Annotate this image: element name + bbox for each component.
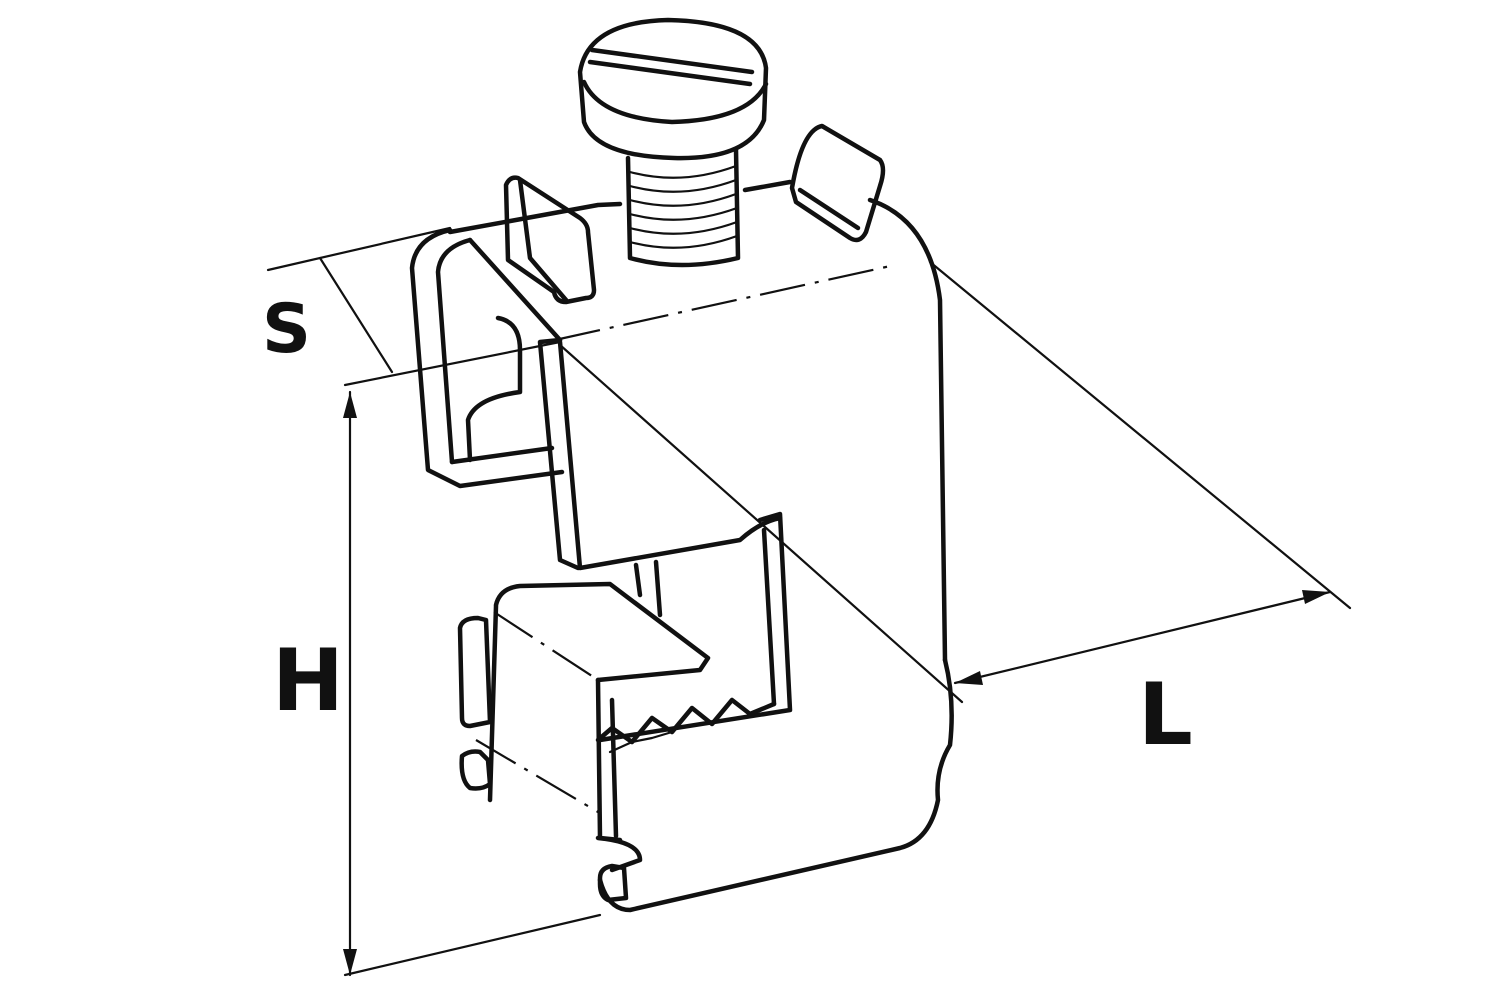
- clamp-wedge-centerline: [493, 611, 599, 681]
- channel-right-outer: [597, 511, 793, 743]
- screw-shank: [625, 147, 741, 268]
- cage-left-lug-upper: [457, 615, 493, 729]
- cage-front-bottom-lug: [595, 835, 643, 873]
- clamp-wedge-top: [493, 581, 711, 683]
- u-bracket-inner-bottom: [449, 445, 555, 465]
- l-arrow-right: [1302, 590, 1330, 604]
- screw-head: [577, 17, 769, 161]
- clamp-teeth: [595, 697, 777, 745]
- cage-front-inner: [609, 697, 619, 839]
- dimension-label-l: L: [1138, 665, 1193, 765]
- dimension-labels: S H L: [262, 290, 1193, 765]
- screw-slot-upper: [589, 47, 755, 75]
- l-arrow-left: [955, 671, 983, 685]
- top-plate-back-left: [447, 201, 623, 235]
- front-block-bottom: [557, 339, 783, 571]
- h-arrow-bottom: [343, 949, 357, 975]
- u-bracket-inner: [435, 237, 473, 465]
- cage-bottom-foot: [597, 863, 629, 903]
- tab-left-edge: [517, 177, 569, 303]
- u-bracket-inner-curve: [465, 315, 523, 463]
- s-extension-bottom: [343, 340, 562, 387]
- clamp-teeth-shadow: [608, 730, 674, 754]
- stem-right: [653, 559, 663, 618]
- u-bracket-top-edge: [467, 237, 563, 343]
- tab-right-edge: [797, 187, 861, 231]
- housing-right-edge: [867, 197, 948, 663]
- s-extension-top: [266, 226, 452, 272]
- screw: [577, 17, 769, 268]
- top-tabs: [503, 123, 886, 305]
- dimension-label-h: H: [272, 631, 344, 731]
- cage-left-inner: [487, 603, 499, 803]
- cage-left-lug-lower: [459, 749, 493, 791]
- screw-slot-lower: [587, 59, 753, 87]
- dimension-lines: [266, 226, 1352, 977]
- u-bracket-outer: [409, 227, 565, 489]
- cage-centerline: [475, 739, 599, 813]
- channel-right-inner: [761, 527, 777, 707]
- h-extension-bottom: [343, 913, 602, 977]
- front-block-left: [537, 337, 581, 571]
- screw-threads: [628, 164, 739, 249]
- screw-head-rim: [581, 79, 769, 125]
- housing: [409, 179, 954, 913]
- h-arrow-top: [343, 392, 357, 418]
- l-extension-back: [928, 260, 1352, 610]
- tab-right: [789, 123, 886, 243]
- l-dimension-line: [953, 590, 1332, 685]
- top-centerline: [554, 263, 896, 342]
- dimension-label-s: S: [262, 290, 311, 369]
- housing-bottom-right: [597, 657, 954, 913]
- clamp-cage: [457, 511, 793, 903]
- tab-left: [503, 175, 597, 305]
- stem-left: [633, 562, 643, 598]
- s-dimension-line: [318, 256, 394, 374]
- top-plate-back-mid: [742, 179, 793, 193]
